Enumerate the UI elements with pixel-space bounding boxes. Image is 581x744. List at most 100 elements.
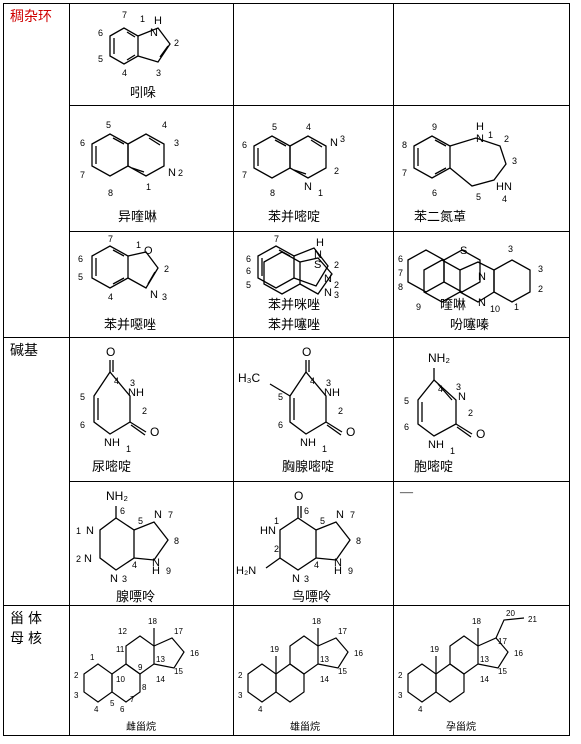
category-cell-bases: 碱基 [3,337,70,606]
svg-text:O: O [476,427,485,441]
label-benzothiazole: 苯并噻唑 [268,317,321,332]
svg-text:3: 3 [538,264,543,274]
svg-text:1: 1 [450,446,455,456]
svg-text:N: N [154,509,162,521]
svg-text:7: 7 [168,510,173,520]
svg-text:N: N [150,289,158,301]
svg-text:O: O [346,425,355,439]
svg-text:3: 3 [508,244,513,254]
svg-text:6: 6 [404,422,409,432]
svg-text:N: N [292,573,300,585]
label-isoquinoline: 异喹啉 [118,209,158,224]
svg-text:3: 3 [130,378,135,388]
label-quinoline: 喹啉 [440,297,467,312]
svg-text:8: 8 [108,188,113,198]
svg-text:2: 2 [178,168,183,178]
benzimidazole-benzothiazole-structure: HN SN N2 23 66 57 [246,234,339,300]
svg-text:2: 2 [468,408,473,418]
svg-text:15: 15 [498,667,507,676]
empty-mark: — [400,484,413,499]
svg-text:3: 3 [238,691,243,700]
svg-text:2: 2 [334,280,339,290]
svg-text:4: 4 [502,194,507,204]
svg-text:4: 4 [122,68,127,78]
indole-structure: HN 12 34 56 7 [98,10,179,78]
category-label-bases: 碱基 [10,344,38,359]
svg-text:5: 5 [78,272,83,282]
svg-text:N: N [476,133,484,145]
svg-text:H: H [476,121,484,133]
svg-text:5: 5 [272,122,277,132]
svg-text:1: 1 [146,182,151,192]
svg-text:3: 3 [456,382,461,392]
cell-empty-3: — [393,481,570,606]
category-cell-fused: 稠杂环 [3,3,70,338]
svg-text:N: N [336,509,344,521]
svg-text:N: N [150,27,158,39]
svg-text:17: 17 [174,627,183,636]
svg-text:6: 6 [246,254,251,264]
svg-text:7: 7 [402,168,407,178]
svg-text:2: 2 [74,671,79,680]
svg-text:6: 6 [246,266,251,276]
svg-text:N: N [478,297,486,309]
svg-text:H: H [152,565,160,577]
svg-text:16: 16 [514,649,523,658]
label-guanine: 鸟嘌呤 [292,589,332,604]
svg-text:2: 2 [504,134,509,144]
svg-text:1: 1 [140,14,145,24]
svg-text:N: N [304,181,312,193]
svg-text:NH₂: NH₂ [106,489,128,503]
svg-text:18: 18 [312,617,321,626]
svg-text:H₂N: H₂N [236,565,256,577]
svg-text:8: 8 [398,282,403,292]
label-thymine: 胸腺嘧啶 [282,459,335,474]
svg-text:4: 4 [438,384,443,394]
svg-text:10: 10 [490,304,500,314]
svg-text:8: 8 [402,140,407,150]
label-pregnane: 孕甾烷 [446,722,476,733]
svg-text:3: 3 [156,68,161,78]
svg-text:2: 2 [334,260,339,270]
label-benzoxazole: 苯并噁唑 [104,317,157,332]
svg-text:6: 6 [78,254,83,264]
svg-text:5: 5 [476,192,481,202]
svg-text:N: N [504,181,512,193]
label-uracil: 尿嘧啶 [92,459,132,474]
svg-text:2: 2 [274,544,279,554]
svg-text:6: 6 [304,506,309,516]
svg-text:S: S [460,245,467,257]
svg-text:16: 16 [354,649,363,658]
svg-text:O: O [294,489,303,503]
svg-text:N: N [478,271,486,283]
svg-text:12: 12 [118,627,127,636]
label-quinazoline: 苯并嘧啶 [268,209,321,224]
svg-text:2: 2 [398,671,403,680]
svg-text:N: N [330,137,338,149]
svg-text:N: N [314,249,322,261]
svg-text:1: 1 [514,302,519,312]
svg-text:NH: NH [324,387,340,399]
svg-text:9: 9 [432,122,437,132]
svg-text:6: 6 [80,420,85,430]
svg-text:6: 6 [98,28,103,38]
svg-text:2: 2 [142,406,147,416]
svg-text:6: 6 [432,188,437,198]
svg-text:17: 17 [498,637,507,646]
svg-text:5: 5 [98,54,103,64]
svg-text:H: H [154,15,162,27]
svg-text:N: N [168,167,176,179]
svg-text:4: 4 [114,376,119,386]
svg-text:4: 4 [418,705,423,714]
svg-text:7: 7 [130,695,135,704]
